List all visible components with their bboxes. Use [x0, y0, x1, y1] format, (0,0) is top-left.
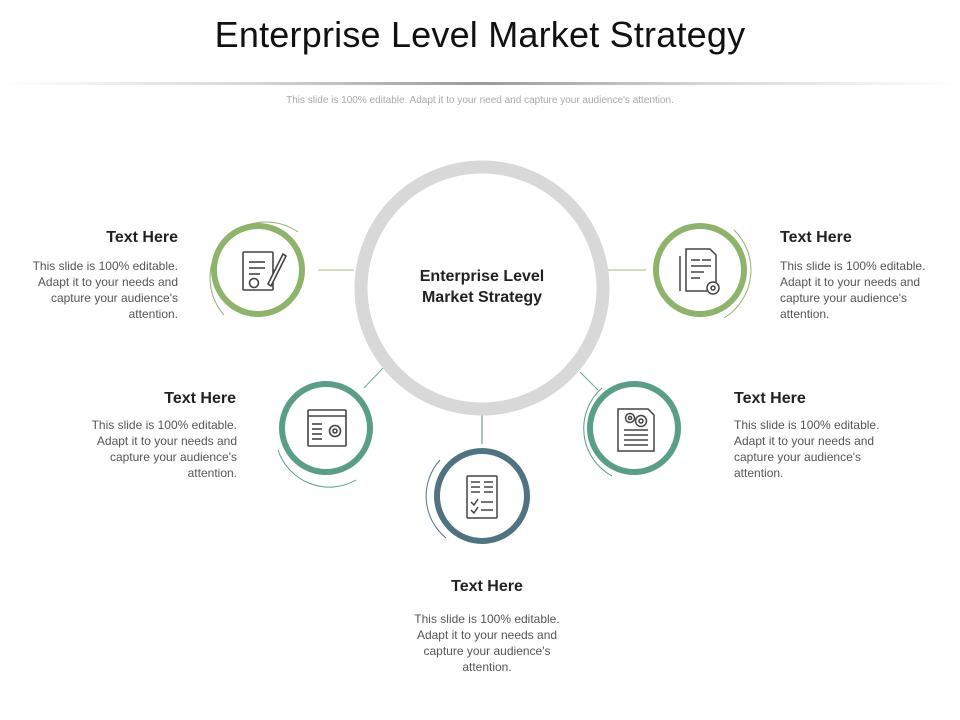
center-label-line1: Enterprise Level: [419, 268, 545, 285]
item-body-top-left: This slide is 100% editable. Adapt it to…: [32, 259, 178, 321]
node-mid-left: [277, 381, 373, 488]
center-ring: [354, 160, 610, 416]
node-ring: [653, 223, 747, 317]
node-arc: [583, 387, 613, 477]
title-divider: [0, 82, 960, 85]
node-arc: [277, 449, 357, 488]
connector-mid-right: [579, 371, 599, 391]
browser-settings-icon: [307, 409, 347, 447]
node-arc: [425, 459, 447, 539]
report-chart-gear-icon: [679, 248, 720, 295]
item-body-top-right: This slide is 100% editable. Adapt it to…: [780, 259, 926, 321]
item-title-bottom: Text Here: [451, 578, 523, 595]
node-top-right: [653, 223, 752, 319]
node-ring: [211, 223, 305, 317]
item-title-mid-left: Text Here: [164, 390, 236, 407]
node-mid-right: [583, 381, 681, 477]
slide-subtitle: This slide is 100% editable. Adapt it to…: [286, 95, 674, 106]
center-label: Enterprise Level Market Strategy: [382, 266, 582, 308]
item-body-mid-right: This slide is 100% editable. Adapt it to…: [734, 418, 880, 480]
item-body-mid-left: This slide is 100% editable. Adapt it to…: [91, 418, 237, 480]
item-body-bottom: This slide is 100% editable. Adapt it to…: [414, 612, 560, 674]
checklist-document-icon: [466, 475, 498, 519]
node-ring: [279, 381, 373, 475]
node-bottom: [425, 448, 530, 544]
item-title-mid-right: Text Here: [734, 390, 806, 407]
document-gears-icon: [617, 408, 655, 452]
center-label-line2: Market Strategy: [421, 289, 543, 306]
item-title-top-left: Text Here: [106, 229, 178, 246]
document-signature-icon: [242, 251, 288, 291]
node-top-left: [209, 221, 305, 317]
node-ring: [587, 381, 681, 475]
node-arc: [209, 221, 299, 316]
slide-title: Enterprise Level Market Strategy: [214, 14, 746, 55]
node-ring: [434, 448, 530, 544]
item-title-top-right: Text Here: [780, 229, 852, 246]
connector-mid-left: [363, 367, 384, 389]
node-arc: [723, 229, 752, 319]
